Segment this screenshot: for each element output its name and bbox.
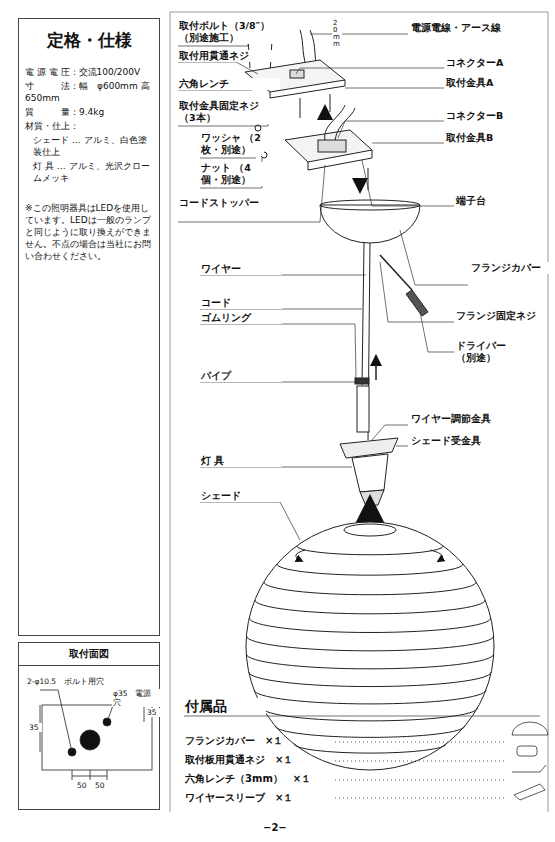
spec-line: シェード … アルミ、白色塗装仕上 [33, 134, 153, 158]
part-label: ドライバー （別途） [455, 340, 517, 364]
part-label: ゴムリング [200, 312, 282, 324]
accessory-item: 取付板用貫通ネジ ×１ [184, 754, 294, 766]
dot-leader [335, 798, 505, 799]
shade-rib [294, 744, 446, 753]
part-label: 取付金具A [445, 77, 547, 89]
shade-rib [277, 564, 463, 575]
spec-line: ※この照明器具はLEDを使用しています。LEDは一般のランプと同じように取り換え… [25, 202, 153, 262]
part-label: 端子台 [455, 195, 547, 207]
accessory-item: ワイヤースリーブ ×１ [184, 792, 294, 804]
part-label: 取付金具固定ネジ （3本） [178, 100, 276, 124]
dimension-label: 35 [146, 708, 160, 717]
shade-rib [246, 654, 493, 669]
spec-line: 寸 法：幅 φ600mm 高 650mm [25, 80, 153, 104]
shade-rib [275, 726, 464, 737]
part-label: 取付金具B [445, 132, 547, 144]
accessory-item: 六角レンチ（3mm） ×１ [184, 773, 312, 785]
part-label: パイプ [200, 370, 282, 382]
part-label: コネクターB [445, 110, 547, 122]
dot-leader [335, 761, 505, 762]
spec-line: 質 量：9.4kg [25, 106, 153, 118]
part-label: コードストッパー [178, 197, 280, 209]
part-label: 取付用貫通ネジ [178, 50, 280, 62]
part-label: ワイヤー [200, 263, 282, 275]
part-label: コード [200, 297, 282, 309]
dimension-label: 35 [28, 723, 42, 732]
dimension-label: 50 [94, 781, 110, 790]
panel-heading: 定格・仕様 [19, 29, 159, 52]
accessory-item: −2− [262, 822, 288, 834]
part-label: シェード [200, 490, 282, 502]
shade-rib [255, 600, 485, 614]
dimension-label: 50 [76, 781, 92, 790]
part-label: フランジカバー [470, 262, 550, 274]
shade-rib [254, 690, 486, 704]
spec-panel: 定格・仕様電 源 電 圧：交流100/200V 寸 法：幅 φ600mm 高 65… [18, 18, 160, 636]
shade-rib [246, 636, 493, 651]
shade-rib [264, 582, 476, 595]
part-label: ナット （4個・別途） [200, 162, 264, 186]
part-label: 20mm [332, 20, 342, 48]
part-label: コネクターA [445, 57, 547, 69]
part-label: 取付ボルト（3/8″） （別途施工） [178, 20, 285, 44]
dimension-label: φ35 電源穴 [112, 689, 160, 707]
part-label: 電源電線・アース線 [410, 22, 542, 34]
part-label: ワッシャ （2枚・別途） [200, 132, 264, 156]
shade-rib [263, 708, 478, 721]
part-label: シェード受金具 [410, 435, 532, 447]
spec-line: 材質・仕上： [25, 120, 153, 132]
part-label: 六角レンチ [178, 78, 280, 90]
dot-leader [335, 780, 505, 781]
dot-leader [335, 742, 505, 743]
panel-heading: 取付面図 [19, 643, 159, 666]
part-label: フランジ固定ネジ [455, 310, 547, 322]
spec-line: 灯 具 … アルミ、光沢クロームメッキ [33, 160, 153, 184]
shade-rib [249, 618, 491, 632]
accessory-item: フランジカバー ×１ [184, 735, 284, 747]
part-label: 灯 具 [200, 455, 282, 467]
part-label: ワイヤー調節金具 [410, 413, 532, 425]
shade-rib [249, 672, 491, 687]
shade-rib [297, 546, 444, 555]
dimension-label: 2-φ10.5 ボルト用穴 [26, 677, 120, 686]
section-heading: 付属品 [184, 698, 266, 715]
spec-line: 電 源 電 圧：交流100/200V [25, 66, 153, 78]
